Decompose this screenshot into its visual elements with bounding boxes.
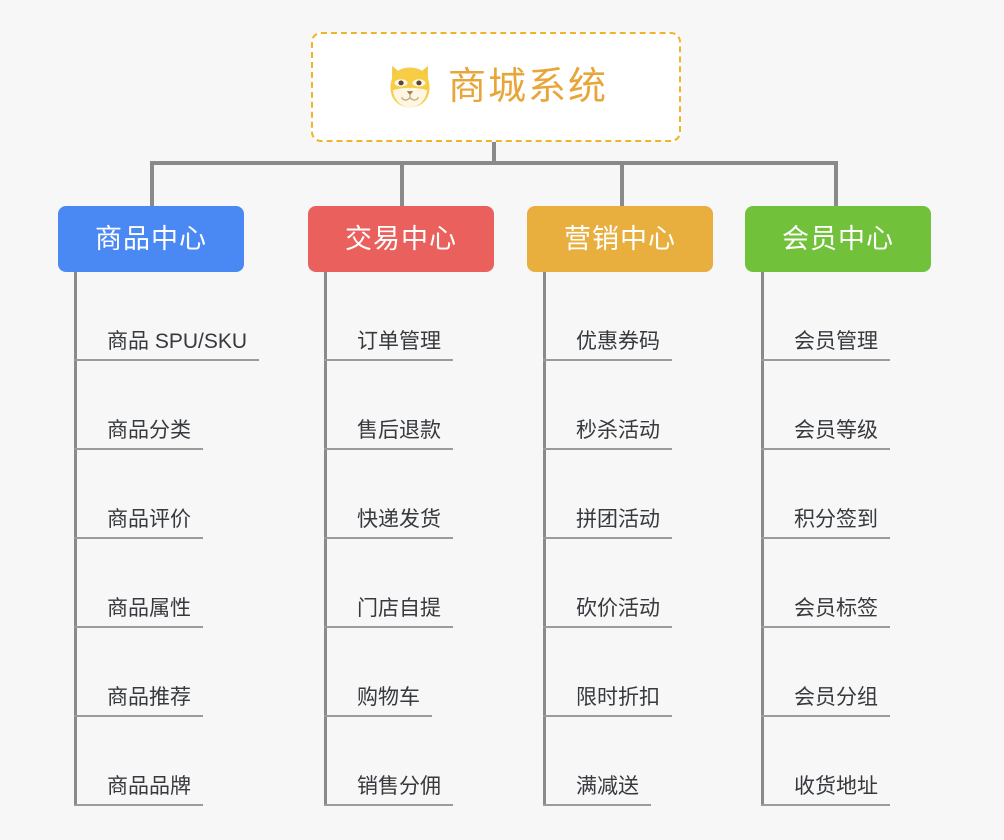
category-node-4[interactable]: 会员中心 <box>745 206 931 272</box>
leaf-item-underline <box>543 448 672 450</box>
leaf-item[interactable]: 商品属性 <box>74 539 304 628</box>
leaf-item[interactable]: 砍价活动 <box>543 539 773 628</box>
leaf-item-underline <box>543 626 672 628</box>
leaf-item[interactable]: 销售分佣 <box>324 717 554 806</box>
leaf-item-label: 商品评价 <box>107 508 191 531</box>
leaf-item[interactable]: 会员标签 <box>761 539 991 628</box>
leaf-item-label: 购物车 <box>357 686 420 709</box>
leaf-item-underline <box>74 537 203 539</box>
leaf-item-underline <box>543 537 672 539</box>
leaf-item-underline <box>324 715 432 717</box>
leaf-item[interactable]: 优惠券码 <box>543 272 773 361</box>
leaf-item-underline <box>324 359 453 361</box>
leaf-spine <box>324 272 327 806</box>
leaf-item-label: 商品品牌 <box>107 775 191 798</box>
root-title: 商城系统 <box>447 66 608 108</box>
leaf-item-underline <box>543 804 651 806</box>
category-node-1[interactable]: 商品中心 <box>58 206 244 272</box>
leaf-item[interactable]: 购物车 <box>324 628 554 717</box>
leaf-item-label: 会员标签 <box>794 597 878 620</box>
leaf-item-underline <box>74 715 203 717</box>
leaf-item-label: 收货地址 <box>794 775 878 798</box>
leaf-item-underline <box>74 804 203 806</box>
category-label-4: 会员中心 <box>782 223 894 254</box>
leaf-item[interactable]: 限时折扣 <box>543 628 773 717</box>
leaf-item-underline <box>761 359 890 361</box>
leaf-item-label: 会员分组 <box>794 686 878 709</box>
connector-horizontal-bus <box>150 161 838 165</box>
leaf-item-label: 门店自提 <box>357 597 441 620</box>
leaf-item[interactable]: 商品推荐 <box>74 628 304 717</box>
leaf-item-underline <box>761 626 890 628</box>
connector-drop-1 <box>150 161 154 207</box>
leaf-item-label: 拼团活动 <box>576 508 660 531</box>
leaf-item-label: 砍价活动 <box>576 597 660 620</box>
leaf-item-label: 积分签到 <box>794 508 878 531</box>
leaf-item-underline <box>543 715 672 717</box>
leaf-spine <box>543 272 546 806</box>
leaf-item[interactable]: 秒杀活动 <box>543 361 773 450</box>
connector-root-stem <box>492 142 496 164</box>
category-node-3[interactable]: 营销中心 <box>527 206 713 272</box>
leaf-spine <box>74 272 77 806</box>
leaf-item-label: 商品 SPU/SKU <box>107 330 248 353</box>
leaf-item-label: 商品属性 <box>107 597 191 620</box>
leaf-spine <box>761 272 764 806</box>
leaf-item[interactable]: 拼团活动 <box>543 450 773 539</box>
leaf-item[interactable]: 满减送 <box>543 717 773 806</box>
dog-face-icon <box>390 65 430 108</box>
leaf-item[interactable]: 售后退款 <box>324 361 554 450</box>
leaf-item[interactable]: 会员分组 <box>761 628 991 717</box>
leaf-item-label: 会员管理 <box>794 330 878 353</box>
category-label-3: 营销中心 <box>564 223 676 254</box>
category-label-2: 交易中心 <box>345 223 457 254</box>
leaf-item-underline <box>761 448 890 450</box>
leaf-item-underline <box>74 359 259 361</box>
category-label-1: 商品中心 <box>95 223 207 254</box>
root-node[interactable]: 商城系统 <box>311 32 681 142</box>
leaf-item[interactable]: 订单管理 <box>324 272 554 361</box>
leaf-item-label: 订单管理 <box>357 330 441 353</box>
leaf-item-underline <box>324 626 453 628</box>
connector-drop-3 <box>620 161 624 207</box>
connector-drop-2 <box>400 161 404 207</box>
leaf-item[interactable]: 会员管理 <box>761 272 991 361</box>
leaf-item-label: 会员等级 <box>794 419 878 442</box>
leaf-item-label: 优惠券码 <box>576 330 660 353</box>
leaf-item[interactable]: 门店自提 <box>324 539 554 628</box>
leaf-item-label: 销售分佣 <box>357 775 441 798</box>
leaf-item-label: 快递发货 <box>357 508 441 531</box>
connector-drop-4 <box>834 161 838 207</box>
leaf-item-underline <box>324 448 453 450</box>
leaf-item[interactable]: 商品评价 <box>74 450 304 539</box>
category-node-2[interactable]: 交易中心 <box>308 206 494 272</box>
leaf-item[interactable]: 商品分类 <box>74 361 304 450</box>
leaf-item[interactable]: 商品品牌 <box>74 717 304 806</box>
leaf-item-label: 售后退款 <box>357 419 441 442</box>
leaf-item[interactable]: 积分签到 <box>761 450 991 539</box>
leaf-item-label: 商品分类 <box>107 419 191 442</box>
leaf-item-label: 秒杀活动 <box>576 419 660 442</box>
leaf-item-underline <box>761 537 890 539</box>
leaf-item-label: 商品推荐 <box>107 686 191 709</box>
leaf-item[interactable]: 收货地址 <box>761 717 991 806</box>
leaf-item-underline <box>74 448 203 450</box>
leaf-item-underline <box>324 804 453 806</box>
leaf-item-underline <box>543 359 672 361</box>
leaf-item[interactable]: 商品 SPU/SKU <box>74 272 304 361</box>
leaf-item[interactable]: 会员等级 <box>761 361 991 450</box>
leaf-item-underline <box>74 626 203 628</box>
leaf-item-underline <box>761 715 890 717</box>
leaf-item-underline <box>324 537 453 539</box>
leaf-item-underline <box>761 804 890 806</box>
leaf-item-label: 满减送 <box>576 775 639 798</box>
leaf-item[interactable]: 快递发货 <box>324 450 554 539</box>
leaf-item-label: 限时折扣 <box>576 686 660 709</box>
